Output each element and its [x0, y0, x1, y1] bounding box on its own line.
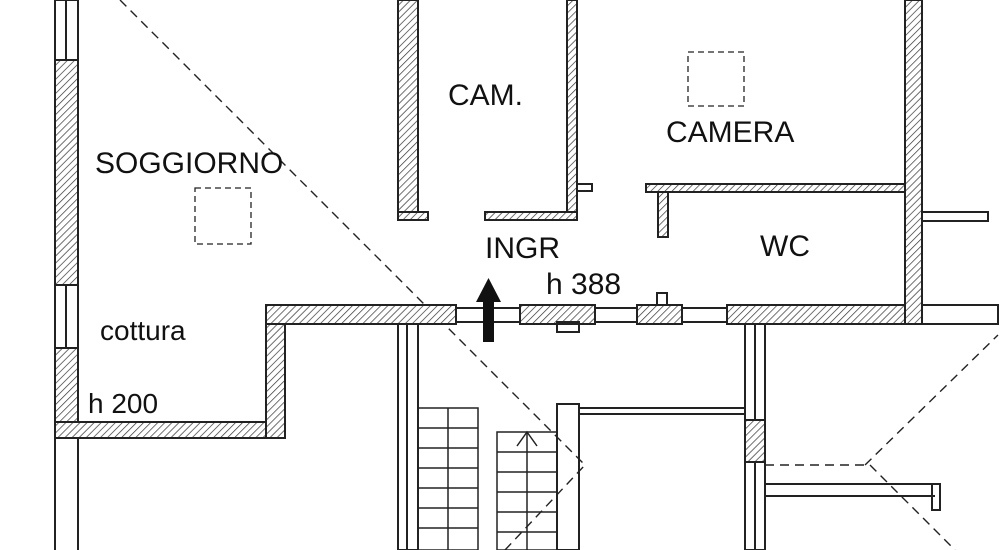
- cottura-walls: [54, 304, 457, 439]
- stairwell: [397, 323, 941, 550]
- room-label-cottura: cottura: [100, 315, 186, 346]
- height-label-cottura: h 200: [88, 388, 158, 419]
- room-label-wc: WC: [760, 230, 810, 263]
- height-label-main: h 388: [546, 268, 621, 301]
- stair-flight-left: [417, 407, 479, 550]
- roof-lines: [119, 0, 999, 550]
- skylight-camera: [687, 51, 745, 107]
- room-label-soggiorno: SOGGIORNO: [95, 147, 283, 180]
- left-exterior-wall: [54, 0, 79, 550]
- cam-room-walls: [397, 0, 593, 221]
- arrow-up-icon: [476, 278, 501, 342]
- skylight-soggiorno: [194, 187, 252, 245]
- room-label-camera: CAMERA: [666, 116, 794, 149]
- camera-wc-walls: [645, 0, 989, 325]
- stair-flight-right: [496, 430, 558, 550]
- room-label-ingresso: INGR: [485, 232, 560, 265]
- room-label-cam: CAM.: [448, 79, 523, 112]
